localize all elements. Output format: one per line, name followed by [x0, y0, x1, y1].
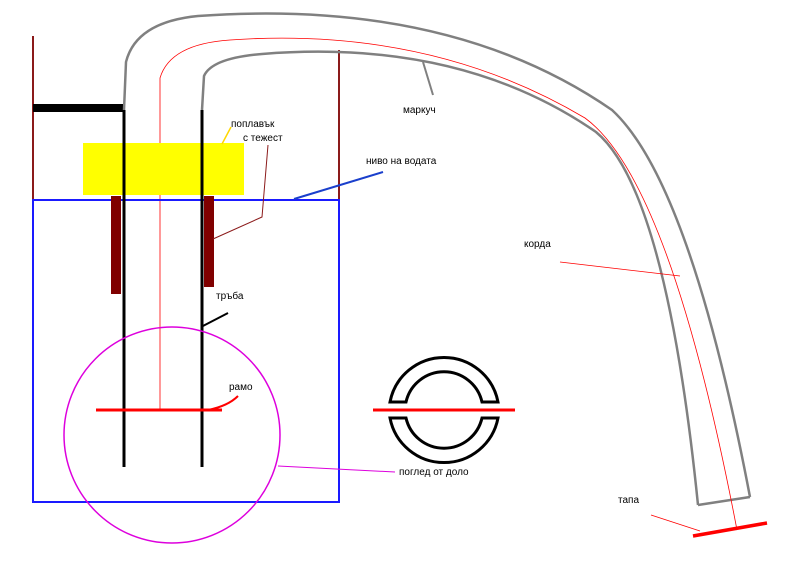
arm-label: рамо: [229, 382, 253, 393]
float-label: поплавък: [231, 119, 275, 130]
weight-left: [111, 196, 121, 294]
detail-circle: [63, 326, 281, 544]
cord-line: [159, 37, 738, 531]
float-leader: [221, 126, 232, 145]
bottom-view-leader: [277, 465, 396, 473]
plug-label: тапа: [618, 495, 639, 506]
water-level-label: ниво на водата: [366, 156, 437, 167]
pipe-label: тръба: [216, 290, 244, 302]
bottom-view-top-ring: [388, 356, 500, 404]
plug-leader: [650, 514, 701, 532]
hose-leader: [422, 61, 434, 96]
hose-end-cap: [697, 495, 751, 507]
weight-right: [204, 196, 214, 287]
water-tank: [32, 199, 340, 503]
pipe-leader: [200, 312, 229, 328]
water-level-leader: [293, 171, 384, 200]
weight-label: с тежест: [243, 133, 283, 144]
hose-inner-wall: [200, 50, 700, 506]
hose-label: маркуч: [403, 105, 436, 116]
plug-bar: [692, 521, 768, 538]
cord-label: корда: [524, 239, 551, 250]
bottom-view-bottom-ring: [388, 416, 500, 464]
cord-leader: [559, 261, 681, 277]
hose-outer-wall: [122, 12, 752, 498]
weight-leader: [212, 144, 269, 240]
arm-leader: [207, 395, 239, 411]
bottom-view-label: поглед от доло: [399, 467, 469, 478]
float-block: [83, 143, 244, 195]
holder-bar: [33, 104, 124, 112]
